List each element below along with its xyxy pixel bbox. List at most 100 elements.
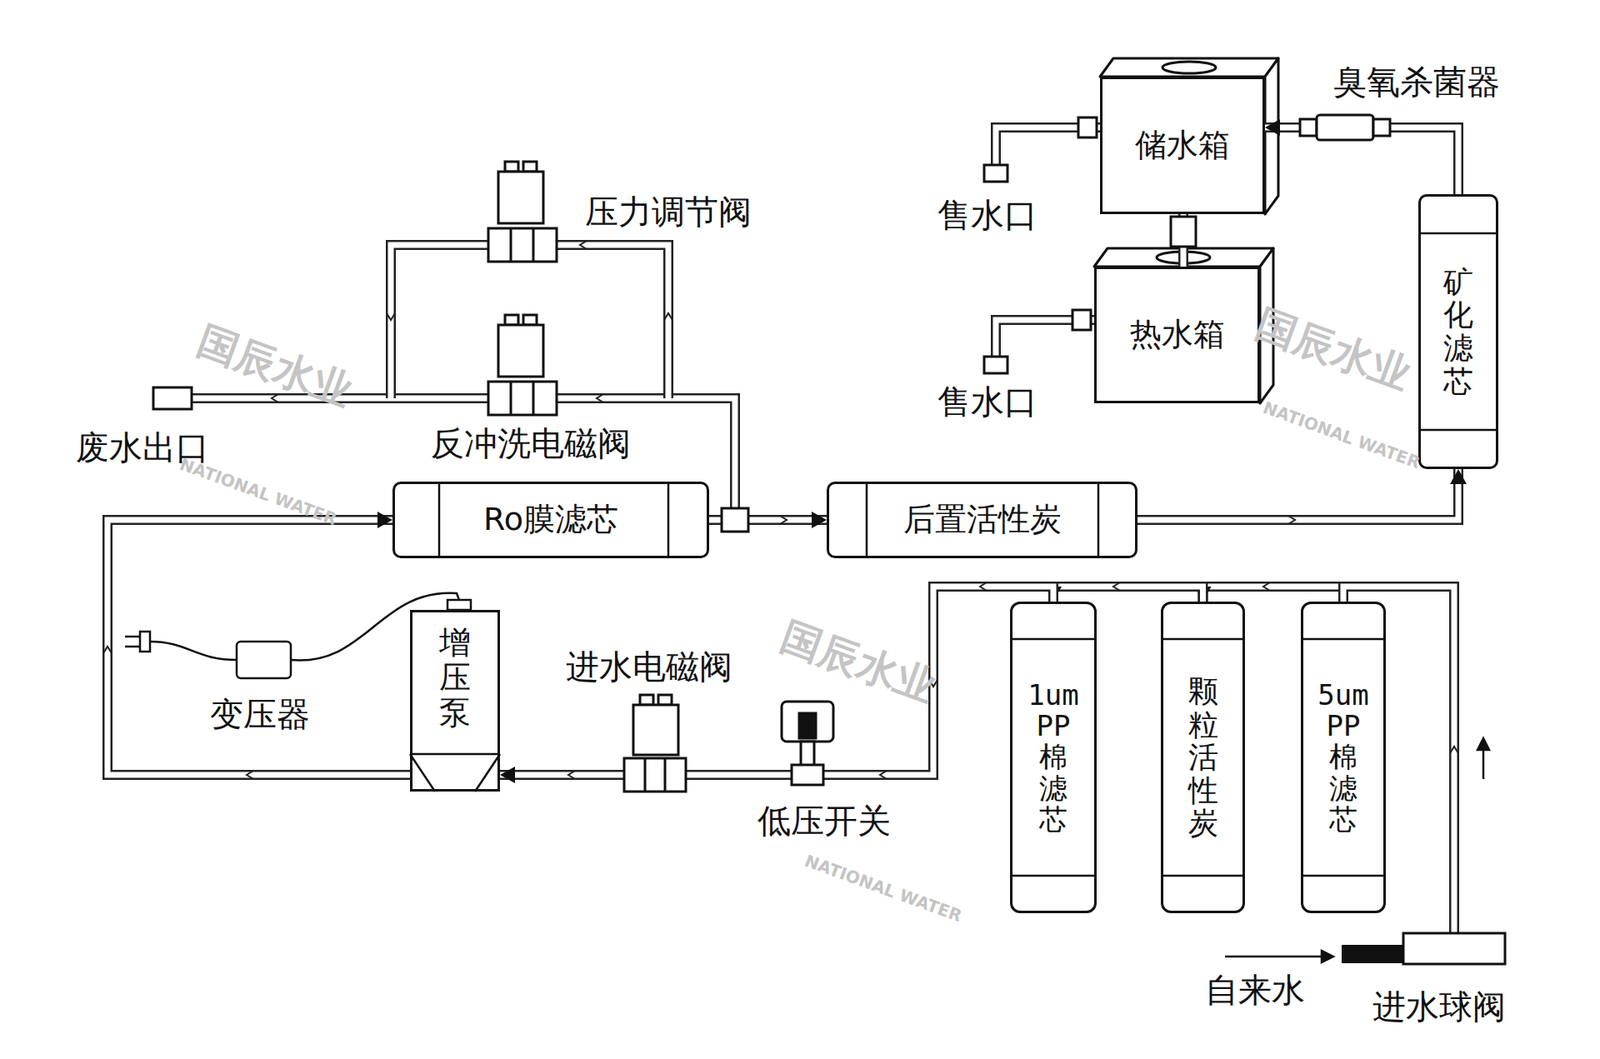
pipe-bore bbox=[1203, 586, 1345, 602]
inlet-solenoid-valve bbox=[624, 695, 686, 792]
flow-arrow bbox=[103, 240, 1459, 780]
solenoid-valve bbox=[488, 381, 557, 415]
ozone-sterilizer bbox=[1316, 115, 1374, 140]
cartridge-cap-line bbox=[410, 233, 1499, 876]
inlet-solenoid-valve bbox=[633, 705, 679, 755]
watermark: NATIONAL WATER bbox=[802, 850, 965, 926]
low-pressure-switch bbox=[781, 701, 834, 785]
ozone-sterilizer bbox=[1300, 119, 1317, 136]
water-pipe bbox=[190, 127, 1455, 934]
arrow-head bbox=[811, 511, 827, 529]
water-pipe bbox=[1343, 586, 1455, 934]
ball-valve bbox=[1403, 933, 1505, 965]
ozone-sterilizer bbox=[1300, 115, 1390, 140]
part-label: 压力调节阀 bbox=[585, 189, 752, 235]
arrow-head bbox=[1450, 469, 1467, 485]
transformer bbox=[125, 636, 140, 647]
part-label: 低压开关 bbox=[757, 798, 891, 845]
arrow-head bbox=[377, 511, 393, 529]
low-pressure-switch bbox=[781, 701, 834, 742]
node-label: 热水箱 bbox=[1130, 315, 1225, 355]
transformer bbox=[125, 593, 471, 679]
direction-arrow bbox=[1477, 738, 1490, 750]
pipe-outline bbox=[107, 520, 410, 775]
pressure-regulating-valve bbox=[488, 228, 557, 262]
pressure-regulating-valve bbox=[510, 228, 534, 262]
transformer bbox=[140, 631, 150, 652]
pipe-bore bbox=[500, 586, 1054, 775]
watermark: 国辰水业 bbox=[774, 610, 943, 715]
tank-face bbox=[1100, 58, 1279, 77]
tank-face bbox=[1265, 58, 1279, 215]
water-outlet-spout bbox=[984, 165, 1008, 182]
watermark: 国辰水业 bbox=[190, 314, 360, 420]
part-label: 售水口 bbox=[937, 379, 1038, 425]
transformer bbox=[290, 593, 460, 661]
transformer bbox=[236, 641, 291, 679]
transformer bbox=[150, 641, 237, 660]
filter-cartridge: 颗粒活性炭 bbox=[1160, 601, 1245, 914]
node-label: 增压泵 bbox=[439, 625, 471, 730]
transformer bbox=[447, 600, 471, 610]
direction-arrow bbox=[1225, 955, 1325, 959]
filter-cartridge: 矿化滤芯 bbox=[1418, 194, 1499, 470]
part-label: 进水球阀 bbox=[1372, 984, 1506, 1030]
pressure-regulating-valve bbox=[498, 171, 544, 224]
direction-arrow bbox=[1321, 950, 1334, 963]
inlet-solenoid-valve bbox=[658, 695, 672, 705]
filter-cartridge: 1um PP棉滤芯 bbox=[1010, 601, 1097, 914]
part-label: 自来水 bbox=[1205, 967, 1305, 1014]
ball-valve bbox=[1341, 945, 1404, 964]
pipe-outline bbox=[1203, 586, 1345, 602]
part-label: 售水口 bbox=[937, 192, 1038, 239]
node-label: 后置活性炭 bbox=[903, 500, 1062, 540]
cartridge-cap-line bbox=[439, 481, 1099, 559]
water-tank: 储水箱 bbox=[1100, 76, 1265, 215]
arrow-head bbox=[500, 766, 515, 784]
solenoid-valve bbox=[498, 325, 544, 377]
pipe-outline bbox=[1137, 469, 1459, 520]
pipe-bore bbox=[1053, 586, 1204, 602]
tank-opening bbox=[1162, 61, 1216, 74]
inlet-solenoid-valve bbox=[624, 758, 686, 792]
node-label: Ro膜滤芯 bbox=[483, 500, 619, 540]
node-label: 颗粒活性炭 bbox=[1188, 675, 1219, 840]
pipe-connector bbox=[1045, 586, 1204, 602]
low-pressure-switch bbox=[800, 741, 815, 767]
water-pipe bbox=[1343, 586, 1455, 934]
watermark: NATIONAL WATER bbox=[177, 454, 340, 530]
pipe-bore bbox=[1137, 469, 1459, 520]
water-tank: 热水箱 bbox=[1094, 266, 1260, 404]
cartridge-cap-line bbox=[1418, 233, 1499, 430]
water-outlet-spout bbox=[984, 356, 1008, 374]
pipe-connector bbox=[1195, 586, 1345, 602]
pressure-regulating-valve bbox=[523, 161, 537, 172]
pressure-regulating-valve bbox=[488, 161, 557, 262]
pipe-fitting bbox=[1072, 310, 1091, 330]
node-label: 储水箱 bbox=[1135, 126, 1230, 165]
inlet-solenoid-valve bbox=[645, 758, 665, 792]
pipe-connector bbox=[500, 586, 1054, 784]
watermark: NATIONAL WATER bbox=[1260, 397, 1424, 473]
pipe-outline bbox=[500, 586, 1054, 775]
node-label: 1um PP棉滤芯 bbox=[1027, 680, 1080, 836]
water-pipe bbox=[390, 245, 669, 399]
solenoid-valve bbox=[523, 315, 537, 325]
part-label: 变压器 bbox=[210, 691, 310, 738]
pipe-bore bbox=[107, 520, 410, 775]
pipe-connector bbox=[1137, 469, 1467, 520]
cartridge-cap-line bbox=[410, 754, 500, 792]
part-label: 臭氧杀菌器 bbox=[1333, 59, 1500, 105]
flow-arrow bbox=[980, 582, 1270, 591]
solenoid-valve bbox=[505, 315, 519, 325]
waste-outlet bbox=[153, 387, 192, 410]
pipe-outline bbox=[1053, 586, 1204, 602]
filter-cartridge: Ro膜滤芯 bbox=[392, 481, 710, 559]
flow-arrow bbox=[1450, 746, 1459, 754]
node-label: 5um PP棉滤芯 bbox=[1317, 680, 1370, 836]
solenoid-valve bbox=[510, 381, 534, 415]
cartridge-cap-line bbox=[1010, 639, 1386, 876]
